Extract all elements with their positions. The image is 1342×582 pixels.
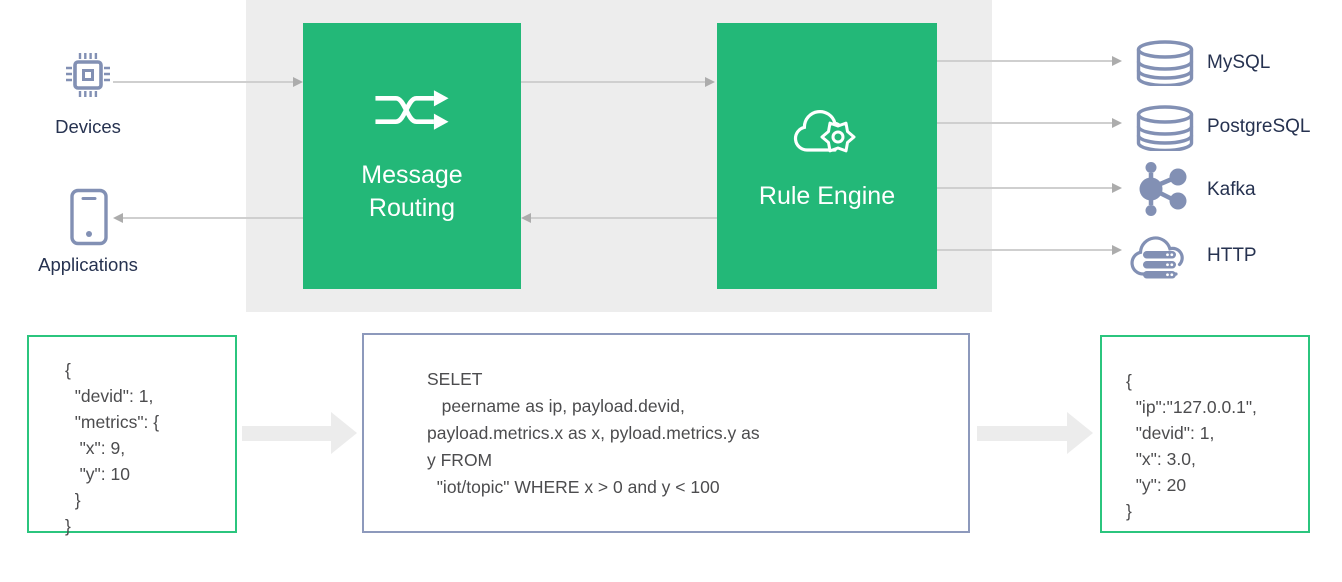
arrowhead-icon xyxy=(1112,118,1122,128)
arrow-rule-engine-to-mysql xyxy=(937,60,1113,62)
cloud-server-icon xyxy=(1128,229,1192,285)
message-routing-box: Message Routing xyxy=(303,23,521,289)
big-arrow-sql-to-output xyxy=(977,426,1067,441)
arrow-rule-engine-to-routing xyxy=(530,217,717,219)
rule-engine-box: Rule Engine xyxy=(717,23,937,289)
database-icon xyxy=(1135,40,1195,86)
output-json-code: { "ip":"127.0.0.1", "devid": 1, "x": 3.0… xyxy=(1126,371,1257,521)
database-icon xyxy=(1135,105,1195,151)
rule-engine-label: Rule Engine xyxy=(758,181,896,210)
arrow-routing-to-applications xyxy=(122,217,303,219)
sql-statement-code: SELET peername as ip, payload.devid, pay… xyxy=(427,369,760,497)
arrowhead-icon xyxy=(1112,183,1122,193)
arrow-devices-to-routing xyxy=(113,81,295,83)
input-json-box: { "devid": 1, "metrics": { "x": 9, "y": … xyxy=(27,335,237,536)
sink-label-mysql: MySQL xyxy=(1207,52,1271,73)
sql-statement-box: SELET peername as ip, payload.devid, pay… xyxy=(362,333,970,533)
big-arrow-input-to-sql xyxy=(242,426,331,441)
output-json-box: { "ip":"127.0.0.1", "devid": 1, "x": 3.0… xyxy=(1100,335,1310,533)
message-routing-label: Message Routing xyxy=(361,160,463,222)
big-arrowhead-icon xyxy=(1067,412,1093,454)
chip-icon xyxy=(64,51,112,99)
arrow-routing-to-rule-engine xyxy=(521,81,707,83)
arrowhead-icon xyxy=(1112,245,1122,255)
sink-label-postgresql: PostgreSQL xyxy=(1207,116,1311,137)
arrow-rule-engine-to-http xyxy=(937,249,1113,251)
smartphone-icon xyxy=(69,188,109,246)
arrowhead-icon xyxy=(113,213,123,223)
shuffle-icon xyxy=(374,88,450,132)
sink-label-http: HTTP xyxy=(1207,245,1257,266)
big-arrowhead-icon xyxy=(331,412,357,454)
arrowhead-icon xyxy=(705,77,715,87)
input-json-code: { "devid": 1, "metrics": { "x": 9, "y": … xyxy=(65,360,160,536)
arrow-rule-engine-to-kafka xyxy=(937,187,1113,189)
source-label-devices: Devices xyxy=(55,116,121,137)
arrowhead-icon xyxy=(1112,56,1122,66)
arrow-rule-engine-to-postgresql xyxy=(937,122,1113,124)
graph-nodes-icon xyxy=(1131,160,1189,218)
arrowhead-icon xyxy=(521,213,531,223)
arrowhead-icon xyxy=(293,77,303,87)
cloud-gear-icon xyxy=(791,100,863,158)
sink-label-kafka: Kafka xyxy=(1207,179,1256,200)
source-label-applications: Applications xyxy=(38,254,138,275)
